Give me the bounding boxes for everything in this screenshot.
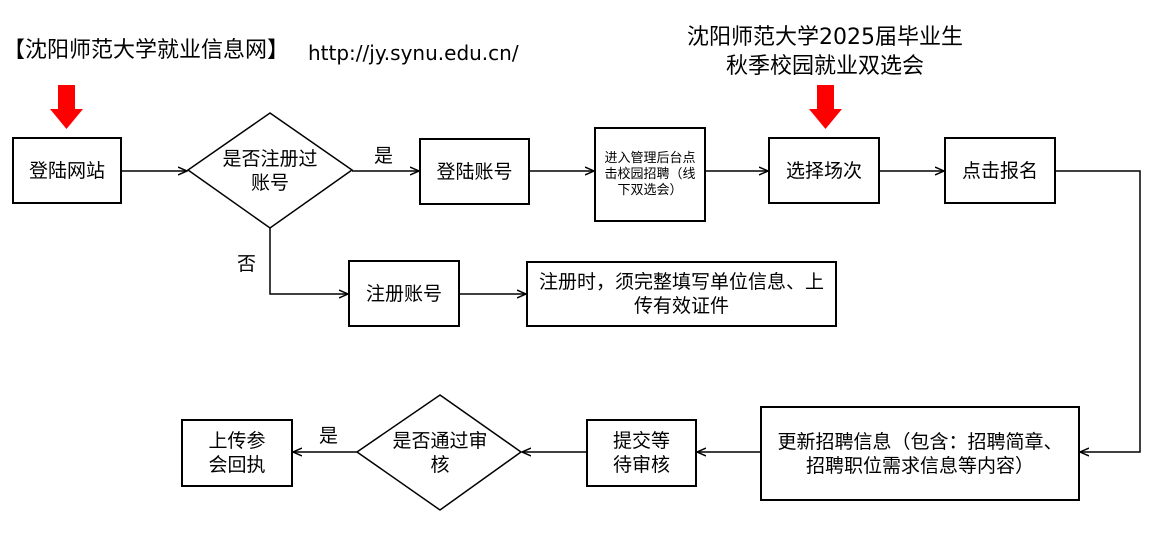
red-arrow-right [809,85,842,129]
edge-signup-to-update [1055,170,1141,452]
edge-decision-to-register [269,228,348,294]
node-registered-question: 是否注册过账号 [222,148,318,194]
passed-decision-shape [355,394,523,511]
site-url[interactable]: http://jy.synu.edu.cn/ [308,41,519,65]
edge-label-yes-bottom: 是 [319,425,339,447]
site-title: 【沈阳师范大学就业信息网】 [3,38,290,63]
node-click-signup: 点击报名 [944,137,1056,204]
node-login-account: 登陆账号 [419,138,530,205]
edge-label-yes-top: 是 [374,145,394,167]
node-register-note: 注册时，须完整填写单位信息、上传有效证件 [526,261,837,327]
node-update-info: 更新招聘信息（包含：招聘简章、招聘职位需求信息等内容） [760,406,1080,501]
node-choose-session: 选择场次 [768,137,880,204]
edge-label-no: 否 [237,253,257,275]
node-register-account: 注册账号 [348,260,460,327]
red-arrow-left [50,85,83,129]
node-enter-admin: 进入管理后台点击校园招聘（线下双选会） [594,127,706,222]
node-passed-question: 是否通过审核 [392,430,488,476]
fair-title-line2: 秋季校园就业双选会 [725,54,924,79]
node-submit-review: 提交等待审核 [586,419,697,487]
node-upload-receipt: 上传参会回执 [181,419,293,487]
node-login-site: 登陆网站 [12,137,122,204]
fair-title-line1: 沈阳师范大学2025届毕业生 [687,25,963,50]
